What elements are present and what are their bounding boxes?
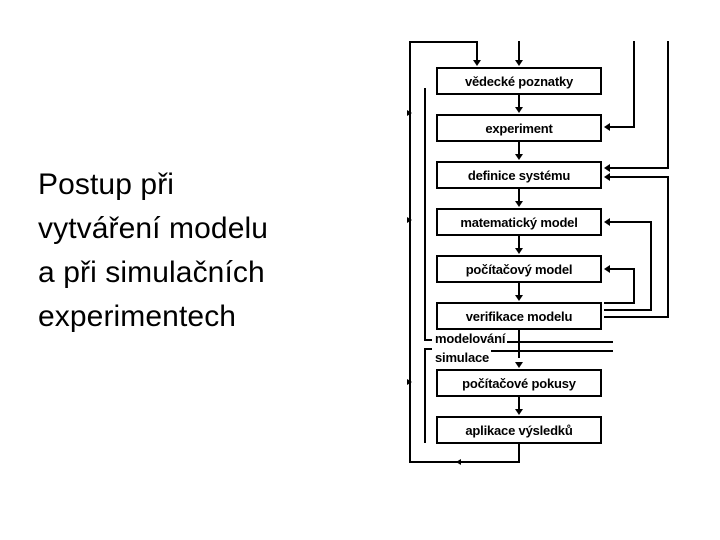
node-label: vědecké poznatky [464,73,574,89]
flow-direction-tick-icon [407,110,412,116]
bracket-modelovani-extent [490,341,613,343]
node-label: definice systému [467,167,571,183]
flow-direction-tick-icon [407,379,412,385]
edge-aplikace-down [518,444,520,463]
node-matematicky-model[interactable]: matematický model [436,208,602,236]
page-title: Postup při vytváření modelu a při simula… [38,168,269,333]
feedback-definice-to-experiment-rail [633,41,635,127]
arrowhead-down-icon [515,295,523,301]
feedback-verifikace-mid-arm [604,309,652,311]
node-aplikace-vysledku[interactable]: aplikace výsledků [436,416,602,444]
edge-vedecke-to-experiment [518,95,520,108]
edge-pocitacovy-to-verifikace [518,283,520,296]
outer-loop-top [409,41,478,43]
node-pocitacove-pokusy[interactable]: počítačové pokusy [436,369,602,397]
arrowhead-down-icon [515,60,523,66]
bracket-modelovani-corner [424,339,432,341]
arrowhead-down-icon [473,60,481,66]
node-label: matematický model [460,214,578,230]
node-label: verifikace modelu [465,308,573,324]
edge-pokusy-to-aplikace [518,397,520,410]
node-label: aplikace výsledků [465,422,573,438]
arrowhead-left-icon [604,173,610,181]
node-pocitacovy-model[interactable]: počítačový model [436,255,602,283]
edge-definice-to-matematicky [518,189,520,202]
feedback-from-definice-arm [610,176,669,178]
feedback-to-matematicky-arm [610,221,652,223]
edge-verifikace-to-pokusy [518,330,520,358]
edge-outerloop-entry [518,41,520,60]
arrowhead-down-icon [515,154,523,160]
arrowhead-down-icon [515,409,523,415]
bracket-simulace-corner [424,348,432,350]
edge-matematicky-to-pocitacovy [518,236,520,249]
bracket-label-modelovani: modelování [433,331,508,346]
feedback-to-pocitacovy-arm [610,268,635,270]
edge-experiment-to-definice [518,142,520,155]
outer-loop-top-drop [476,41,478,60]
arrowhead-left-icon [456,459,461,465]
feedback-matematicky-rail [650,221,652,310]
bracket-simulace-rail [424,348,426,443]
feedback-right-rail-lower [667,176,669,317]
arrowhead-down-icon [515,107,523,113]
arrowhead-down-icon [515,362,523,368]
node-label: počítačové pokusy [462,375,576,391]
flow-direction-tick-icon [407,217,412,223]
outer-loop-left-rail [409,41,411,463]
feedback-definice-to-experiment-arm [610,126,635,128]
feedback-verifikace-outer-arm [604,316,669,318]
node-experiment[interactable]: experiment [436,114,602,142]
node-vedecke-poznatky[interactable]: vědecké poznatky [436,67,602,95]
bracket-simulace-extent [478,350,613,352]
arrowhead-left-icon [604,164,610,172]
node-label: experiment [485,120,553,136]
node-definice-systemu[interactable]: definice systému [436,161,602,189]
node-verifikace-modelu[interactable]: verifikace modelu [436,302,602,330]
arrowhead-down-icon [515,248,523,254]
arrowhead-left-icon [604,265,610,273]
outer-loop-bottom [409,461,520,463]
node-label: počítačový model [465,261,573,277]
arrowhead-down-icon [515,201,523,207]
arrowhead-left-icon [604,218,610,226]
feedback-pocitacovy-rail [633,268,635,304]
bracket-modelovani-rail [424,88,426,341]
feedback-outer-right-rail-top [667,41,669,168]
feedback-verifikace-inner-arm [604,302,635,304]
feedback-to-definice-arm [610,167,669,169]
bracket-label-simulace: simulace [433,350,492,365]
arrowhead-left-icon [604,123,610,131]
